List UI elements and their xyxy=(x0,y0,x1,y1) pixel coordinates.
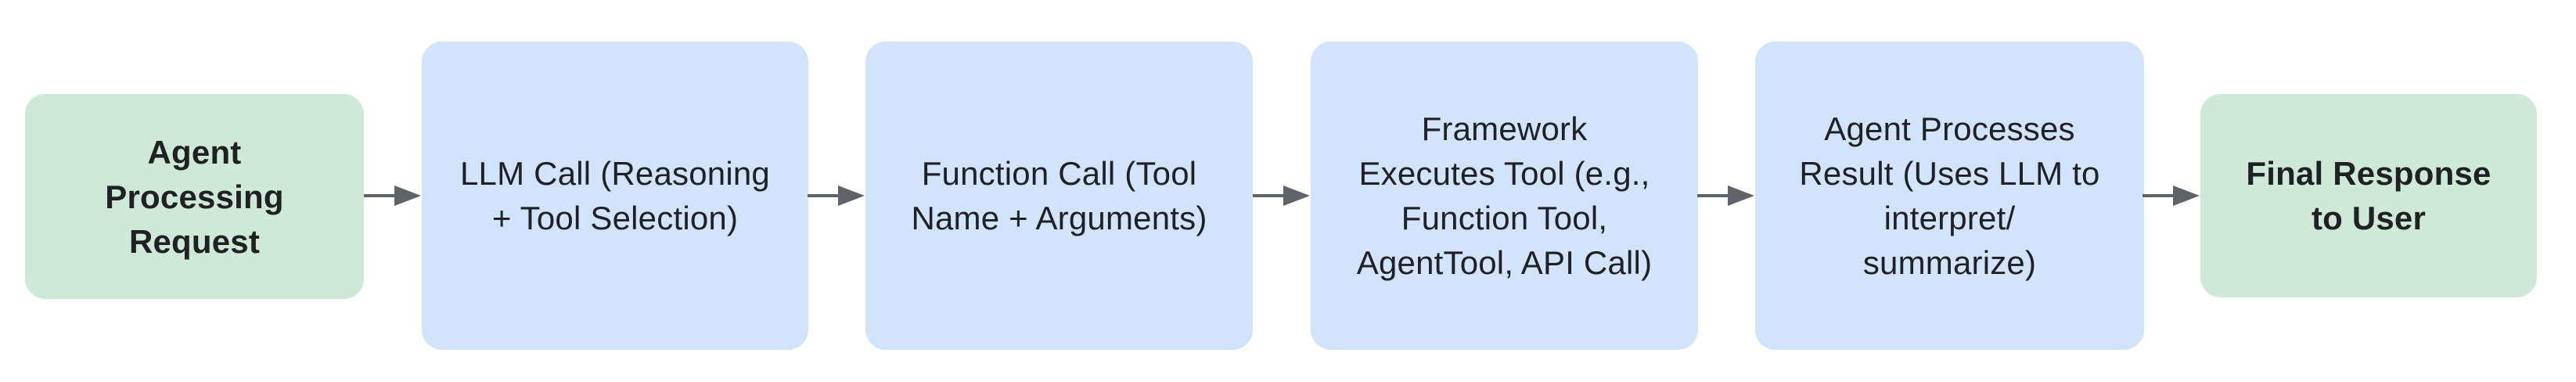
step-agent-processes-result: Agent Processes Result (Uses LLM to inte… xyxy=(1755,41,2144,350)
step-label: LLM Call (Reasoning + Tool Selection) xyxy=(460,155,770,236)
flow-arrow-3 xyxy=(1253,186,1310,206)
step-framework-executes-tool: Framework Executes Tool (e.g., Function … xyxy=(1311,41,1698,350)
step-final-response-to-user: Final Response to User xyxy=(2200,94,2537,297)
flow-arrow-5 xyxy=(2142,186,2200,206)
step-agent-processing-request: Agent Processing Request xyxy=(25,94,364,299)
flow-arrow-4 xyxy=(1697,186,1754,206)
step-label: Final Response to User xyxy=(2246,155,2491,236)
flow-arrow-2 xyxy=(808,186,865,206)
step-function-call: Function Call (Tool Name + Arguments) xyxy=(865,41,1253,350)
step-label: Agent Processes Result (Uses LLM to inte… xyxy=(1799,110,2100,281)
step-label: Framework Executes Tool (e.g., Function … xyxy=(1356,110,1653,281)
flow-arrow-1 xyxy=(364,186,421,206)
step-label: Function Call (Tool Name + Arguments) xyxy=(911,155,1207,236)
step-llm-call: LLM Call (Reasoning + Tool Selection) xyxy=(422,41,808,350)
step-label: Agent Processing Request xyxy=(105,133,284,260)
